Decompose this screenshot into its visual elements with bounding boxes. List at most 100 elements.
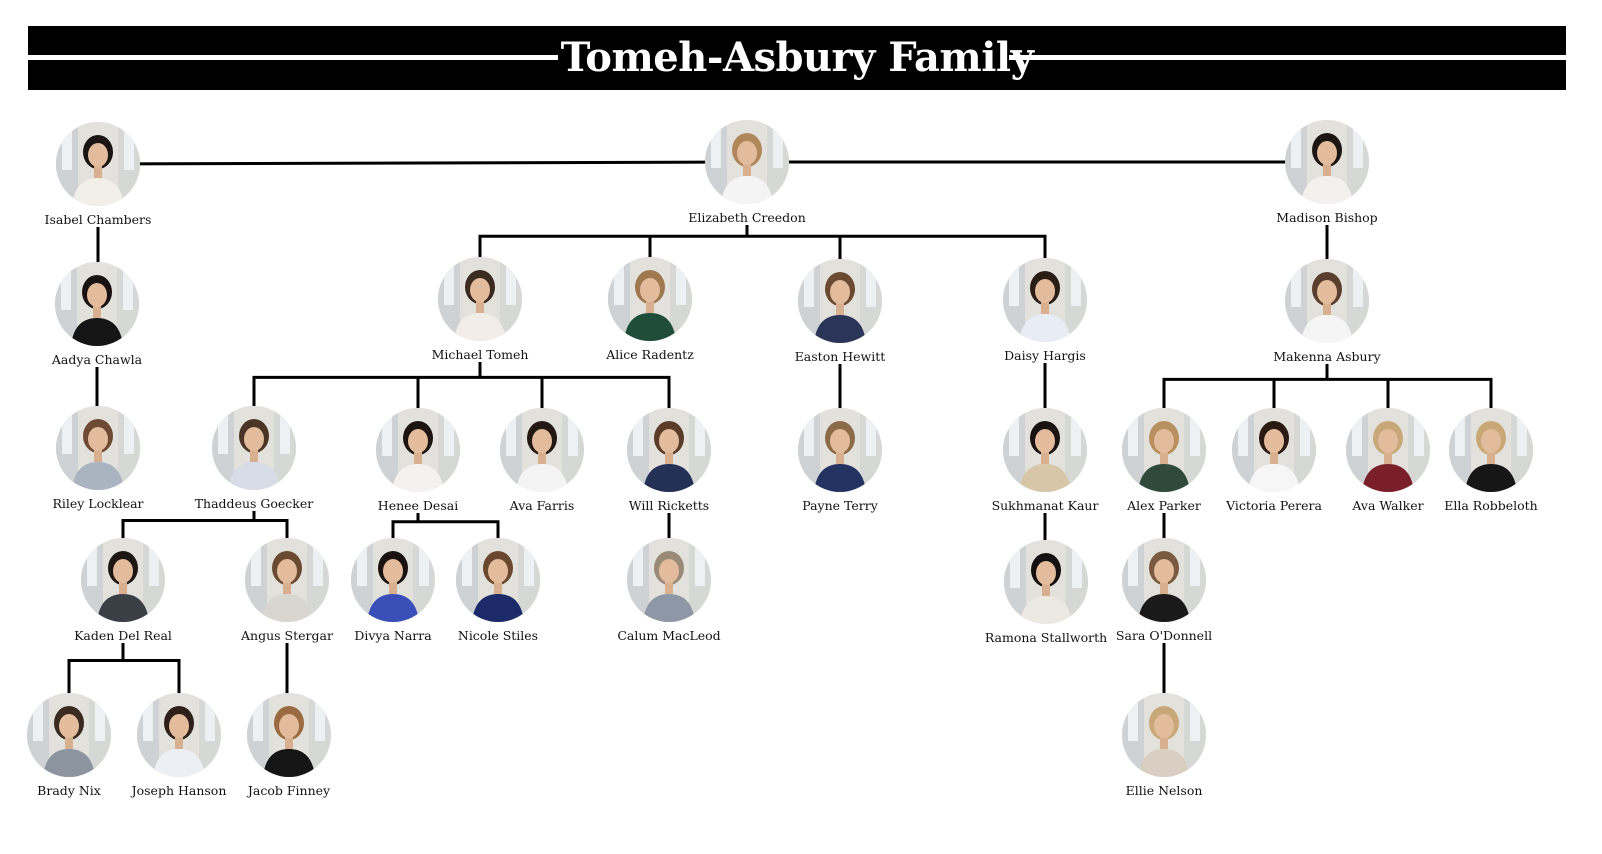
person-thaddeus-goecker: Thaddeus Goecker bbox=[184, 406, 324, 511]
portrait-image bbox=[798, 259, 882, 343]
avatar bbox=[1346, 408, 1430, 492]
avatar bbox=[376, 408, 460, 492]
portrait-image bbox=[56, 122, 140, 206]
avatar bbox=[1122, 693, 1206, 777]
person-divya-narra: Divya Narra bbox=[323, 538, 463, 643]
portrait-image bbox=[438, 257, 522, 341]
portrait-image bbox=[1449, 408, 1533, 492]
person-jacob-finney: Jacob Finney bbox=[219, 693, 359, 798]
person-name: Isabel Chambers bbox=[42, 212, 154, 227]
portrait-image bbox=[56, 406, 140, 490]
person-kaden-del-real: Kaden Del Real bbox=[53, 538, 193, 643]
person-name: Will Ricketts bbox=[626, 498, 712, 513]
person-will-ricketts: Will Ricketts bbox=[599, 408, 739, 513]
avatar bbox=[212, 406, 296, 490]
person-ava-farris: Ava Farris bbox=[472, 408, 612, 513]
person-name: Brady Nix bbox=[35, 783, 103, 798]
person-elizabeth-creedon: Elizabeth Creedon bbox=[677, 120, 817, 225]
person-isabel-chambers: Isabel Chambers bbox=[28, 122, 168, 227]
portrait-image bbox=[608, 257, 692, 341]
person-payne-terry: Payne Terry bbox=[770, 408, 910, 513]
avatar bbox=[1232, 408, 1316, 492]
person-name: Easton Hewitt bbox=[792, 349, 888, 364]
person-name: Ramona Stallworth bbox=[982, 630, 1110, 645]
person-name: Alice Radentz bbox=[604, 347, 696, 362]
portrait-image bbox=[245, 538, 329, 622]
portrait-image bbox=[627, 538, 711, 622]
person-name: Nicole Stiles bbox=[455, 628, 541, 643]
portrait-image bbox=[798, 408, 882, 492]
avatar bbox=[56, 122, 140, 206]
person-name: Alex Parker bbox=[1125, 498, 1203, 513]
portrait-image bbox=[137, 693, 221, 777]
portrait-image bbox=[1004, 540, 1088, 624]
person-easton-hewitt: Easton Hewitt bbox=[770, 259, 910, 364]
portrait-image bbox=[627, 408, 711, 492]
avatar bbox=[56, 406, 140, 490]
portrait-image bbox=[1346, 408, 1430, 492]
person-name: Elizabeth Creedon bbox=[686, 210, 808, 225]
person-ellie-nelson: Ellie Nelson bbox=[1094, 693, 1234, 798]
person-name: Makenna Asbury bbox=[1271, 349, 1383, 364]
portrait-image bbox=[27, 693, 111, 777]
avatar bbox=[1003, 408, 1087, 492]
person-name: Angus Stergar bbox=[239, 628, 335, 643]
portrait-image bbox=[1122, 693, 1206, 777]
person-name: Riley Locklear bbox=[50, 496, 146, 511]
portrait-image bbox=[500, 408, 584, 492]
avatar bbox=[1122, 538, 1206, 622]
avatar bbox=[1285, 259, 1369, 343]
person-sara-odonnell: Sara O'Donnell bbox=[1094, 538, 1234, 643]
person-victoria-perera: Victoria Perera bbox=[1204, 408, 1344, 513]
portrait-image bbox=[705, 120, 789, 204]
person-angus-stergar: Angus Stergar bbox=[217, 538, 357, 643]
person-name: Jacob Finney bbox=[245, 783, 333, 798]
avatar bbox=[798, 259, 882, 343]
peer-connector-line bbox=[97, 160, 748, 166]
person-name: Ava Walker bbox=[1350, 498, 1426, 513]
portrait-image bbox=[247, 693, 331, 777]
person-name: Ava Farris bbox=[507, 498, 577, 513]
person-makenna-asbury: Makenna Asbury bbox=[1257, 259, 1397, 364]
person-madison-bishop: Madison Bishop bbox=[1257, 120, 1397, 225]
person-sukhmanat-kaur: Sukhmanat Kaur bbox=[975, 408, 1115, 513]
avatar bbox=[245, 538, 329, 622]
portrait-image bbox=[1003, 258, 1087, 342]
person-name: Aadya Chawla bbox=[49, 352, 145, 367]
avatar bbox=[247, 693, 331, 777]
portrait-image bbox=[1003, 408, 1087, 492]
avatar bbox=[351, 538, 435, 622]
avatar bbox=[500, 408, 584, 492]
person-name: Joseph Hanson bbox=[129, 783, 229, 798]
person-calum-macleod: Calum MacLeod bbox=[599, 538, 739, 643]
portrait-image bbox=[1122, 408, 1206, 492]
person-name: Michael Tomeh bbox=[429, 347, 531, 362]
banner-stripe-left bbox=[28, 55, 558, 60]
avatar bbox=[627, 408, 711, 492]
avatar bbox=[705, 120, 789, 204]
avatar bbox=[608, 257, 692, 341]
person-name: Victoria Perera bbox=[1224, 498, 1324, 513]
person-name: Thaddeus Goecker bbox=[192, 496, 316, 511]
avatar bbox=[1004, 540, 1088, 624]
person-henee-desai: Henee Desai bbox=[348, 408, 488, 513]
person-name: Divya Narra bbox=[352, 628, 434, 643]
person-name: Madison Bishop bbox=[1274, 210, 1380, 225]
avatar bbox=[81, 538, 165, 622]
portrait-image bbox=[55, 262, 139, 346]
person-nicole-stiles: Nicole Stiles bbox=[428, 538, 568, 643]
person-daisy-hargis: Daisy Hargis bbox=[975, 258, 1115, 363]
person-name: Calum MacLeod bbox=[615, 628, 723, 643]
portrait-image bbox=[1285, 259, 1369, 343]
avatar bbox=[627, 538, 711, 622]
avatar bbox=[55, 262, 139, 346]
person-name: Payne Terry bbox=[800, 498, 880, 513]
portrait-image bbox=[1232, 408, 1316, 492]
person-aadya-chawla: Aadya Chawla bbox=[27, 262, 167, 367]
avatar bbox=[1122, 408, 1206, 492]
portrait-image bbox=[376, 408, 460, 492]
person-alex-parker: Alex Parker bbox=[1094, 408, 1234, 513]
person-joseph-hanson: Joseph Hanson bbox=[109, 693, 249, 798]
